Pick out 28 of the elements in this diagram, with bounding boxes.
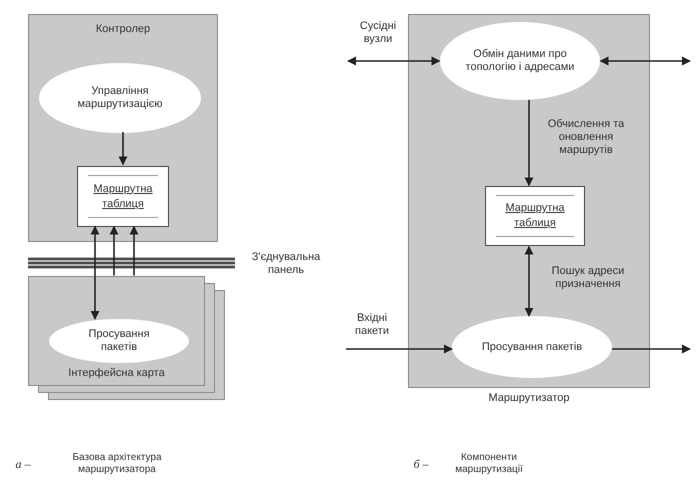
arrow <box>130 226 138 276</box>
arrow <box>524 100 534 186</box>
controller-box <box>28 14 218 242</box>
arrow <box>118 132 128 166</box>
node-label: Управління маршрутизацією <box>76 85 164 111</box>
arrow <box>346 344 453 354</box>
caption-text: Базова архітектура маршрутизатора <box>71 452 163 476</box>
group-title: Контролер <box>94 23 152 36</box>
node-label: З'єднувальна панель <box>250 251 322 277</box>
group-title: Інтерфейсна карта <box>67 367 166 380</box>
caption-text: Компоненти маршрутизації <box>454 452 524 476</box>
arrow <box>524 246 534 317</box>
arrow <box>110 226 118 276</box>
table-box <box>485 186 585 246</box>
arrow <box>612 344 691 354</box>
arrow <box>90 226 100 320</box>
node-label: Обмін даними про топологію і адресами <box>464 48 576 74</box>
arrow <box>600 56 691 66</box>
node-label: Маршрутна таблиця <box>504 201 566 231</box>
interface-card <box>28 276 205 386</box>
table-box <box>77 166 169 227</box>
group-title: Маршрутизатор <box>487 392 571 405</box>
node-label: Просування пакетів <box>482 340 582 354</box>
caption-text: а – <box>14 458 32 470</box>
arrow <box>347 56 440 66</box>
caption-text: б – <box>412 458 430 470</box>
node-label: Маршрутна таблиця <box>92 182 154 212</box>
node-label: Просування пакетів <box>87 328 151 354</box>
